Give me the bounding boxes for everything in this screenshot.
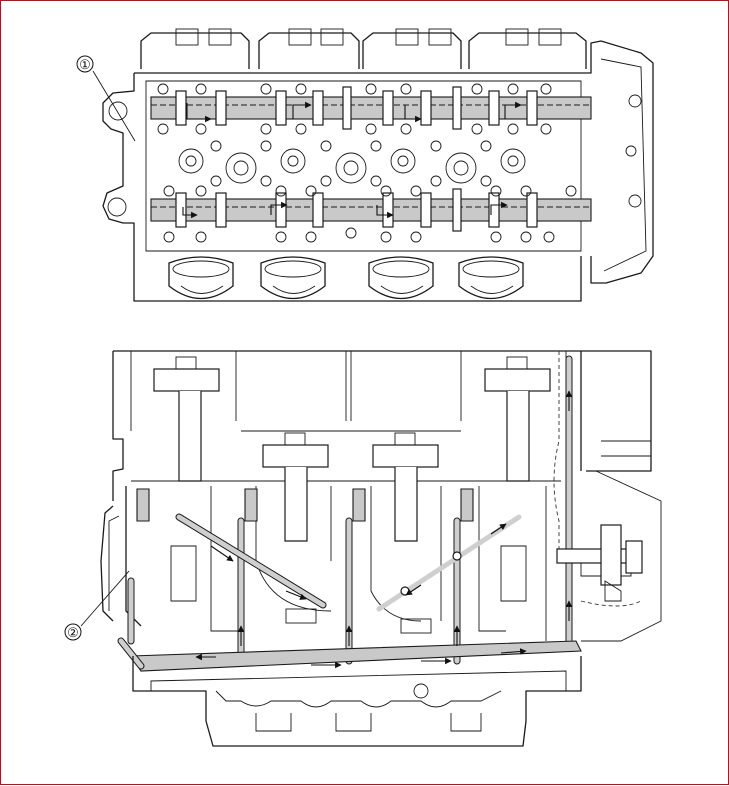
cylinder-head-top-view xyxy=(102,28,654,302)
callout-1: ① xyxy=(76,55,136,142)
callout-2: ② xyxy=(64,570,130,641)
callout-2-label: ② xyxy=(67,626,79,641)
callout-1-label: ① xyxy=(79,58,91,73)
engine-cross-section xyxy=(100,350,662,747)
